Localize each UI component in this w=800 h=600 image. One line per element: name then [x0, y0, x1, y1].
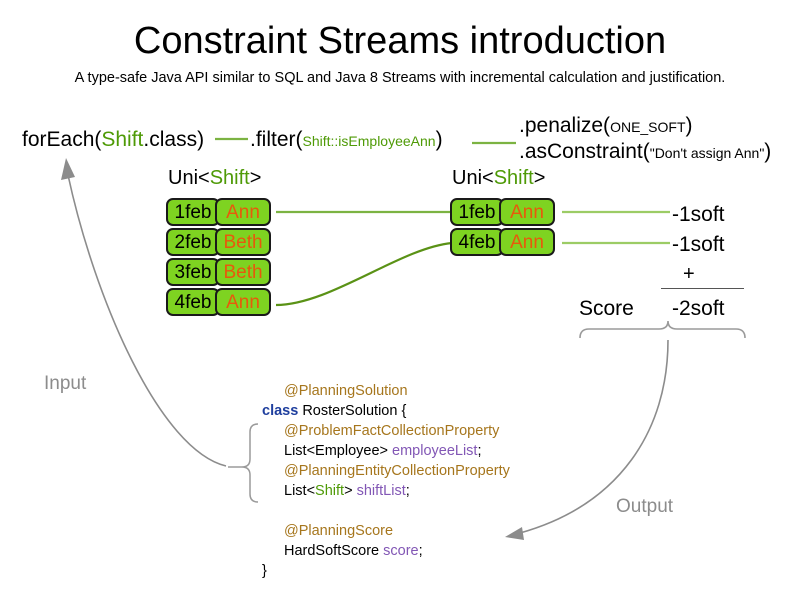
sum-operator: + [683, 263, 695, 285]
foreach-prefix: forEach( [22, 128, 102, 151]
employee-list-semicolon: ; [477, 443, 482, 459]
input-arrowhead [61, 158, 75, 180]
annotation-planning-solution: @PlanningSolution [284, 383, 408, 399]
uni-right-suffix: > [533, 167, 546, 189]
employee-list-variable: employeeList [392, 443, 478, 459]
score-field-type: HardSoftScore [284, 543, 380, 559]
fact-employee: Ann [215, 198, 271, 226]
employee-list-type: List<Employee> [284, 443, 388, 459]
fact-stack-left: 1feb Ann 2feb Beth 3feb Beth 4feb Ann [166, 198, 271, 316]
fact-date: 1feb [166, 198, 220, 226]
fact-row[interactable]: 1feb Ann [166, 198, 271, 226]
class-closing-brace: } [262, 563, 267, 579]
class-name: RosterSolution { [302, 403, 407, 419]
score-brace [579, 320, 746, 339]
java-line-employee-list: List<Employee> employeeList; [262, 441, 510, 461]
stream-type-label-left: Uni<Shift> [168, 166, 261, 190]
fact-stack-right: 1feb Ann 4feb Ann [450, 198, 555, 256]
foreach-suffix: .class) [143, 128, 205, 151]
page-title: Constraint Streams introduction [133, 20, 667, 62]
output-label: Output [616, 496, 674, 517]
penalize-arg: ONE_SOFT [610, 119, 686, 135]
fact-row[interactable]: 3feb Beth [166, 258, 271, 286]
java-line-class-decl: class RosterSolution { [262, 401, 510, 421]
stream-type-label-right: Uni<Shift> [452, 166, 545, 190]
fact-employee: Ann [499, 198, 555, 226]
page-subtitle: A type-safe Java API similar to SQL and … [74, 70, 726, 86]
as-constraint-arg: "Don't assign Ann" [649, 145, 765, 161]
filter-prefix: .filter( [250, 128, 303, 151]
java-line-score-field: HardSoftScore score; [262, 541, 510, 561]
shift-list-type-prefix: List< [284, 483, 316, 499]
score-field-variable: score [383, 543, 419, 559]
as-constraint-suffix: ) [764, 140, 772, 163]
java-line-shift-list: List<Shift> shiftList; [262, 481, 510, 501]
score-label: Score [579, 297, 634, 320]
uni-left-prefix: Uni< [168, 167, 210, 189]
java-line-class-close: } [262, 561, 510, 581]
pipeline-as-constraint: .asConstraint("Don't assign Ann") [519, 139, 771, 166]
score-total-value: -2soft [672, 297, 725, 320]
java-line-planning-solution: @PlanningSolution [262, 381, 510, 401]
fact-employee: Beth [215, 228, 271, 256]
penalize-prefix: .penalize( [519, 114, 611, 137]
java-source-block: @PlanningSolution class RosterSolution {… [262, 381, 510, 581]
fact-date: 2feb [166, 228, 220, 256]
shift-list-type-suffix: > [344, 483, 353, 499]
input-label: Input [44, 373, 87, 394]
java-line-planning-score-annotation: @PlanningScore [262, 521, 510, 541]
shift-list-variable: shiftList [356, 483, 406, 499]
fact-row[interactable]: 1feb Ann [450, 198, 555, 226]
fact-employee: Beth [215, 258, 271, 286]
pipeline-foreach: forEach(Shift.class) [22, 127, 204, 153]
penalty-value-2: -1soft [672, 233, 725, 256]
keyword-class: class [262, 403, 299, 419]
java-fields-brace [241, 423, 259, 503]
fact-row[interactable]: 4feb Ann [450, 228, 555, 256]
penalty-value-1: -1soft [672, 203, 725, 226]
fact-employee: Ann [215, 288, 271, 316]
filter-suffix: ) [435, 128, 443, 151]
fact-date: 4feb [450, 228, 504, 256]
annotation-planning-score: @PlanningScore [284, 523, 394, 539]
shift-list-type-generic: Shift [315, 483, 345, 499]
pipeline-filter: .filter(Shift::isEmployeeAnn) [250, 127, 443, 154]
fact-row[interactable]: 4feb Ann [166, 288, 271, 316]
uni-right-generic: Shift [493, 167, 534, 189]
annotation-planning-entity-collection-property: @PlanningEntityCollectionProperty [284, 463, 510, 479]
uni-left-generic: Shift [209, 167, 250, 189]
annotation-problem-fact-collection-property: @ProblemFactCollectionProperty [284, 423, 500, 439]
penalize-suffix: ) [685, 114, 693, 137]
fact-date: 4feb [166, 288, 220, 316]
fact-row[interactable]: 2feb Beth [166, 228, 271, 256]
java-line-problem-fact-annotation: @ProblemFactCollectionProperty [262, 421, 510, 441]
fact-date: 1feb [450, 198, 504, 226]
filter-arg: Shift::isEmployeeAnn [302, 133, 436, 149]
java-blank-line [262, 501, 510, 521]
java-line-planning-entity-annotation: @PlanningEntityCollectionProperty [262, 461, 510, 481]
as-constraint-prefix: .asConstraint( [519, 140, 650, 163]
shift-list-semicolon: ; [405, 483, 410, 499]
fact-date: 3feb [166, 258, 220, 286]
score-field-semicolon: ; [418, 543, 423, 559]
foreach-type: Shift [101, 128, 144, 151]
sum-rule-line [661, 288, 744, 289]
pipeline-penalize: .penalize(ONE_SOFT) [519, 113, 693, 140]
uni-right-prefix: Uni< [452, 167, 494, 189]
connector-fact4-left-to-right [275, 241, 453, 307]
fact-employee: Ann [499, 228, 555, 256]
uni-left-suffix: > [249, 167, 262, 189]
